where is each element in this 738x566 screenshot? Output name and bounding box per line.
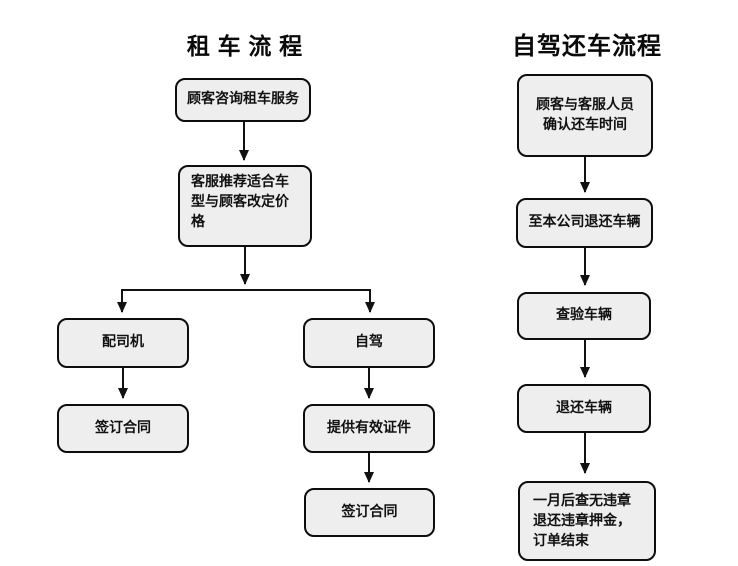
node-with-driver: 配司机	[57, 318, 189, 368]
node-return-vehicle: 退还车辆	[517, 384, 651, 433]
node-sign-contract-driver: 签订合同	[57, 404, 189, 453]
node-provide-valid-id: 提供有效证件	[303, 404, 435, 453]
node-deposit-refund-order-end: 一月后查无违章 退还违章押金， 订单结束	[518, 481, 656, 561]
node-sign-contract-self: 签订合同	[304, 488, 435, 537]
node-confirm-return-time: 顾客与客服人员 确认还车时间	[517, 74, 653, 157]
node-return-to-company: 至本公司退还车辆	[516, 198, 653, 248]
node-recommend-model-price: 客服推荐适合车 型与顾客改定价 格	[178, 165, 312, 247]
return-flow-title: 自驾还车流程	[512, 34, 662, 60]
node-self-drive: 自驾	[303, 318, 435, 368]
node-inspect-vehicle: 查验车辆	[517, 292, 651, 340]
rental-flow-title: 租 车 流 程	[186, 34, 304, 59]
node-customer-inquiry: 顾客咨询租车服务	[175, 78, 311, 122]
